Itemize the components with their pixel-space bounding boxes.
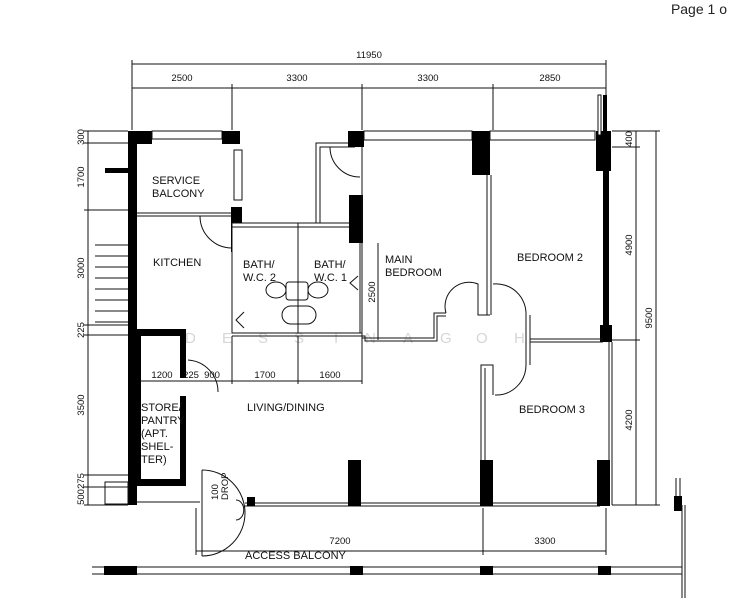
label-living-dining: LIVING/DINING	[247, 402, 325, 414]
label-store: TER)	[141, 454, 167, 466]
label-kitchen: KITCHEN	[153, 257, 201, 269]
label-bath-1: BATH/	[314, 259, 347, 271]
watermark-letter: S	[294, 330, 304, 347]
label-main-bedroom: BEDROOM	[385, 267, 442, 279]
walls	[92, 94, 686, 598]
label-store: STORE/	[141, 402, 183, 414]
dim-inner: 1200	[151, 370, 172, 381]
dim-left: 3000	[76, 257, 87, 278]
dim-left: 3500	[76, 394, 87, 415]
watermark-letter: H	[514, 330, 525, 347]
label-drop: 100	[210, 484, 221, 500]
room-labels: SERVICE BALCONY KITCHEN BATH/ W.C. 2 BAT…	[141, 175, 585, 562]
label-bedroom-3: BEDROOM 3	[519, 404, 585, 416]
dim-bottom: 7200	[329, 536, 350, 547]
top-dimensions: 11950 2500 3300 3300 2850	[131, 50, 607, 130]
label-store: (APT.	[141, 428, 168, 440]
label-service-balcony: BALCONY	[152, 188, 205, 200]
dim-bath: 2500	[367, 281, 378, 302]
dim-inner: 225	[183, 370, 199, 381]
dim-right: 400	[624, 131, 635, 147]
right-dimensions: 400 4900 4200 9500	[612, 130, 660, 506]
dim-top: 3300	[417, 73, 438, 84]
label-drop: DROP	[220, 473, 231, 500]
watermark-letter: D	[185, 330, 196, 347]
watermark-letter: I	[334, 330, 338, 347]
dim-inner: 1600	[319, 370, 340, 381]
dim-bottom: 3300	[534, 536, 555, 547]
dim-total-width: 11950	[356, 50, 382, 61]
dim-inner: 1700	[254, 370, 275, 381]
dim-right: 4200	[624, 409, 635, 430]
label-store: PANTRY	[141, 415, 185, 427]
dim-right: 4900	[624, 234, 635, 255]
watermark-letter: G	[440, 330, 452, 347]
label-main-bedroom: MAIN	[385, 254, 413, 266]
inner-dimensions: 1200 225 900 1700 1600 2500	[140, 243, 379, 384]
dim-left: 275	[76, 473, 87, 489]
page-indicator: Page 1 o	[670, 1, 727, 17]
watermark-letter: E	[222, 330, 232, 347]
watermark-letter: O	[476, 330, 488, 347]
dim-left: 1700	[76, 166, 87, 187]
dim-left: 500	[76, 489, 87, 505]
dim-top: 2850	[539, 73, 560, 84]
watermark-letter: S	[258, 330, 268, 347]
label-service-balcony: SERVICE	[152, 175, 200, 187]
dim-inner: 900	[204, 370, 220, 381]
dim-total-depth: 9500	[644, 307, 655, 328]
label-bedroom-2: BEDROOM 2	[517, 252, 583, 264]
label-store: SHEL-	[141, 441, 174, 453]
dim-top: 2500	[171, 73, 192, 84]
label-bath-1: W.C. 1	[314, 272, 347, 284]
left-dimensions: 300 1700 3000 225 3500 275 500	[76, 129, 128, 506]
label-bath-2: BATH/	[243, 259, 276, 271]
label-access-balcony: ACCESS BALCONY	[245, 550, 347, 562]
dim-left: 300	[76, 129, 87, 145]
dim-left: 225	[76, 322, 87, 338]
bottom-dimensions: 7200 3300	[195, 508, 607, 555]
label-bath-2: W.C. 2	[243, 272, 276, 284]
dim-top: 3300	[286, 73, 307, 84]
